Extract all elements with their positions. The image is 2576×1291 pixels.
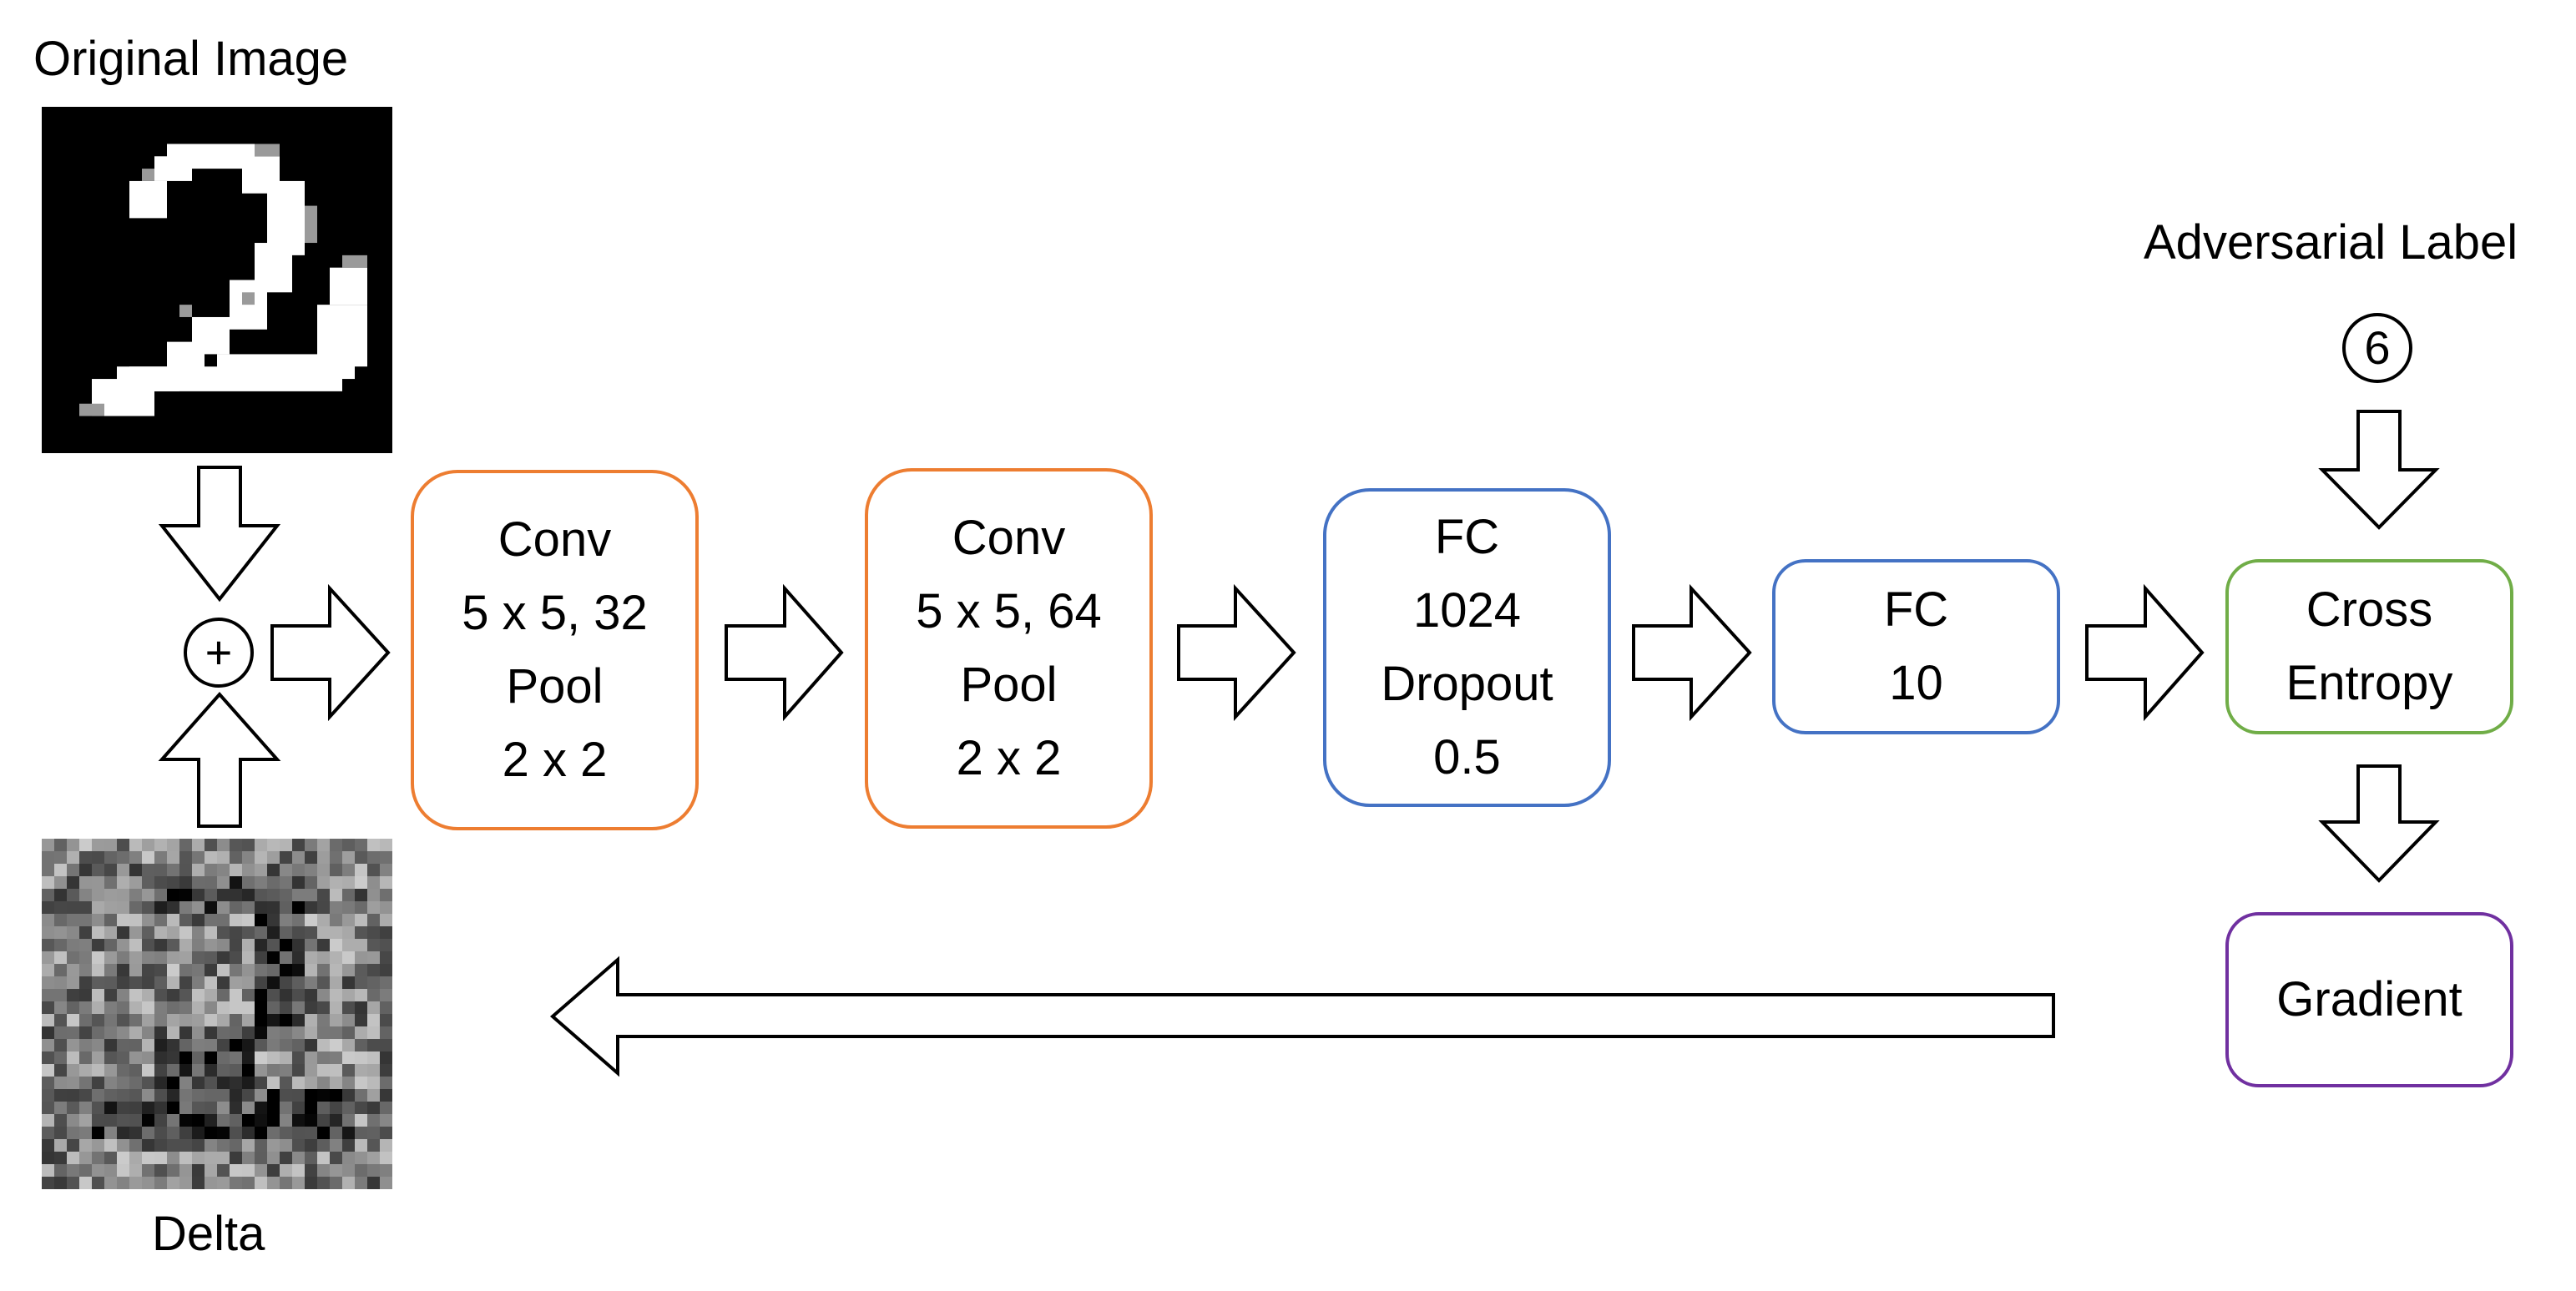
fc1-line-3: Dropout — [1381, 657, 1553, 711]
digit-two-image — [42, 107, 392, 453]
conv1-line-2: 5 x 5, 32 — [462, 586, 648, 640]
fc2-line-1: FC — [1883, 582, 1949, 637]
arrow-add-to-conv1 — [270, 583, 391, 722]
arrow-gradient-back — [549, 956, 2055, 1077]
cross-entropy-line-1: Cross — [2306, 582, 2433, 637]
original-image — [42, 107, 392, 453]
arrow-cross-entropy-to-gradient — [2318, 764, 2440, 883]
arrow-up-delta-to-add — [158, 691, 281, 828]
plus-symbol: + — [205, 626, 233, 678]
arrow-conv2-to-fc1024 — [1177, 583, 1296, 722]
conv2-line-1: Conv — [952, 511, 1066, 565]
cross-entropy-line-2: Entropy — [2286, 656, 2453, 710]
fc1-line-2: 1024 — [1412, 583, 1522, 638]
original-image-label: Original Image — [33, 32, 349, 86]
adversarial-label-title: Adversarial Label — [2144, 215, 2518, 270]
adversarial-label-value: 6 — [2342, 313, 2412, 383]
arrow-conv1-to-conv2 — [725, 583, 844, 722]
gradient-line-1: Gradient — [2276, 972, 2462, 1026]
fc1-line-1: FC — [1434, 510, 1500, 564]
conv2-line-2: 5 x 5, 64 — [916, 584, 1102, 638]
conv1-line-1: Conv — [498, 512, 612, 567]
add-operator-icon: + — [184, 618, 254, 688]
delta-label: Delta — [152, 1207, 265, 1261]
noise-pattern-image — [42, 839, 392, 1189]
conv1-box: Conv 5 x 5, 32 Pool 2 x 2 — [411, 470, 699, 830]
fc2-line-2: 10 — [1889, 656, 1943, 710]
conv1-line-4: 2 x 2 — [502, 733, 608, 787]
arrow-down-image-to-add — [158, 466, 281, 603]
fc1-line-4: 0.5 — [1433, 730, 1501, 784]
conv2-line-3: Pool — [960, 658, 1058, 712]
gradient-box: Gradient — [2225, 912, 2513, 1087]
fc1024-box: FC 1024 Dropout 0.5 — [1323, 488, 1611, 807]
conv2-line-4: 2 x 2 — [956, 731, 1062, 785]
conv1-line-3: Pool — [506, 659, 604, 714]
conv2-box: Conv 5 x 5, 64 Pool 2 x 2 — [865, 468, 1153, 829]
fc10-box: FC 10 — [1772, 559, 2060, 734]
arrow-fc1024-to-fc10 — [1632, 583, 1752, 722]
adversarial-digit: 6 — [2364, 321, 2391, 374]
delta-image — [42, 839, 392, 1189]
cross-entropy-box: Cross Entropy — [2225, 559, 2513, 734]
arrow-fc10-to-cross-entropy — [2085, 583, 2205, 722]
arrow-label-to-cross-entropy — [2318, 410, 2440, 530]
